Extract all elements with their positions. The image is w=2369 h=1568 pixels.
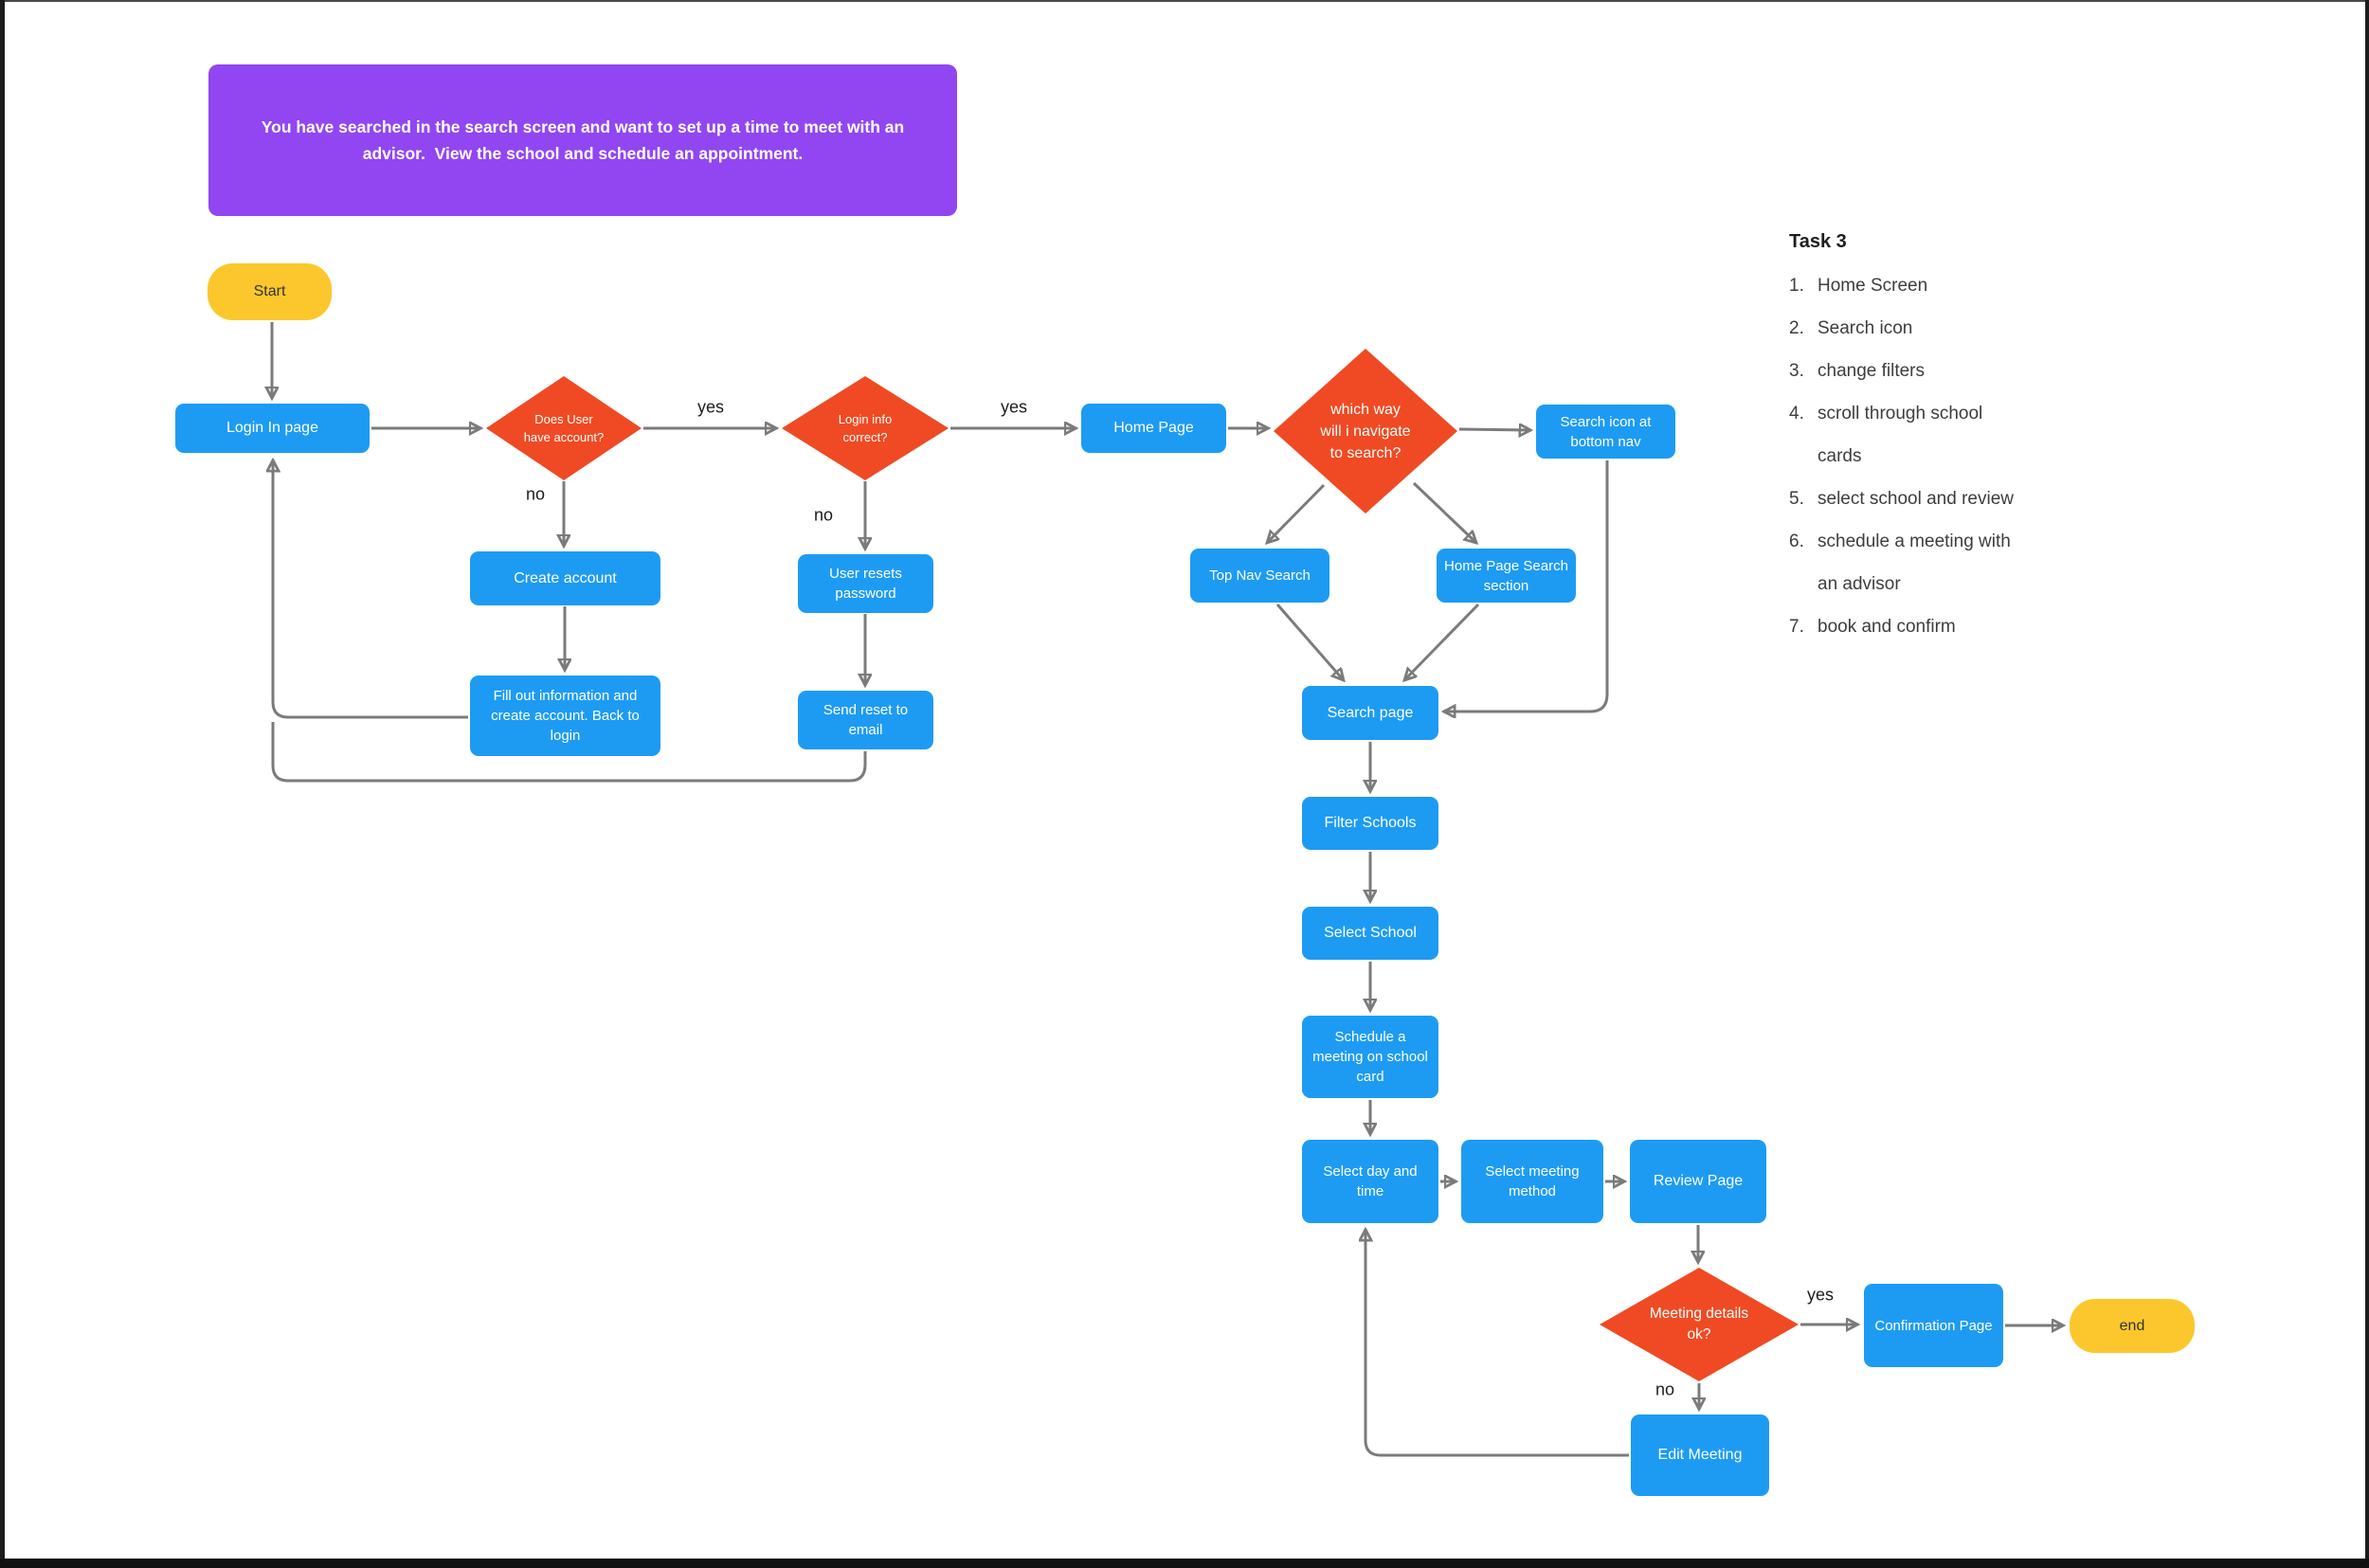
edge-label-d2-no: no bbox=[813, 505, 834, 525]
edge-d3-homesearch[interactable] bbox=[1412, 481, 1475, 542]
edge-searchicon-searchpage[interactable] bbox=[1445, 460, 1609, 712]
node-search-icon-bottom-nav[interactable]: Search icon at bottom nav bbox=[1536, 405, 1675, 459]
edge-label-d2-yes: yes bbox=[1000, 397, 1028, 417]
edge-d3-topnav[interactable] bbox=[1268, 483, 1326, 542]
node-fill-out-information[interactable]: Fill out information and create account.… bbox=[470, 676, 660, 756]
edge-label-d1-yes: yes bbox=[696, 397, 725, 417]
node-create-account[interactable]: Create account bbox=[470, 551, 660, 605]
task-item-number: 3. bbox=[1789, 361, 1804, 381]
task-item-number: 4. bbox=[1789, 404, 1804, 424]
node-confirmation-page[interactable]: Confirmation Page bbox=[1864, 1284, 2003, 1367]
task-item-text: Search icon bbox=[1817, 318, 1913, 338]
node-edit-meeting[interactable]: Edit Meeting bbox=[1631, 1415, 1769, 1496]
task-item: 5. select school and review bbox=[1789, 478, 2073, 520]
task-item-number: 1. bbox=[1789, 276, 1804, 296]
task-item-text: select school and review bbox=[1817, 489, 2014, 509]
frame-edge-top bbox=[0, 0, 2369, 2]
frame-edge-right bbox=[2365, 0, 2369, 1568]
frame-edge-bottom bbox=[0, 1559, 2369, 1568]
node-schedule-meeting-on-card[interactable]: Schedule a meeting on school card bbox=[1302, 1016, 1438, 1098]
node-send-reset-to-email[interactable]: Send reset to email bbox=[798, 691, 933, 749]
task-item: 3. change filters bbox=[1789, 350, 2073, 392]
frame-edge-left bbox=[0, 0, 5, 1568]
task-item: 2. Search icon bbox=[1789, 307, 2073, 350]
edge-d3-searchicon[interactable] bbox=[1458, 429, 1529, 430]
task-panel: Task 3 1. Home Screen 2. Search icon 3. … bbox=[1789, 231, 2073, 648]
task-banner[interactable]: You have searched in the search screen a… bbox=[208, 64, 957, 216]
task-item-number: 7. bbox=[1789, 617, 1804, 637]
task-item-number: 5. bbox=[1789, 489, 1804, 509]
node-login-page[interactable]: Login In page bbox=[175, 404, 370, 453]
task-item: 6. schedule a meeting with an advisor bbox=[1789, 520, 2073, 605]
node-review-page[interactable]: Review Page bbox=[1630, 1140, 1766, 1223]
edge-label-d4-no: no bbox=[1655, 1379, 1675, 1399]
task-item: 7. book and confirm bbox=[1789, 605, 2073, 648]
node-home-page-search-section[interactable]: Home Page Search section bbox=[1437, 549, 1576, 603]
node-home-page[interactable]: Home Page bbox=[1081, 404, 1226, 453]
edge-edit-selectday-loop[interactable] bbox=[1365, 1231, 1629, 1457]
node-top-nav-search[interactable]: Top Nav Search bbox=[1190, 549, 1329, 603]
edge-label-d1-no: no bbox=[525, 484, 546, 504]
task-item-number: 2. bbox=[1789, 318, 1804, 338]
node-select-school[interactable]: Select School bbox=[1302, 907, 1438, 960]
task-item: 4. scroll through school cards bbox=[1789, 392, 2073, 478]
task-panel-title: Task 3 bbox=[1789, 231, 1847, 252]
task-item-number: 6. bbox=[1789, 532, 1804, 551]
node-user-resets-password[interactable]: User resets password bbox=[798, 554, 933, 613]
edge-fillout-login-loop[interactable] bbox=[273, 461, 468, 719]
node-select-day-and-time[interactable]: Select day and time bbox=[1302, 1140, 1438, 1223]
task-item: 1. Home Screen bbox=[1789, 264, 2073, 307]
node-start[interactable]: Start bbox=[208, 263, 332, 320]
task-item-text: Home Screen bbox=[1817, 276, 1928, 296]
edge-topnav-searchpage[interactable] bbox=[1275, 604, 1343, 679]
task-item-text: book and confirm bbox=[1817, 617, 1956, 637]
edge-label-d4-yes: yes bbox=[1806, 1285, 1835, 1305]
edge-homesearch-searchpage[interactable] bbox=[1405, 603, 1480, 679]
node-filter-schools[interactable]: Filter Schools bbox=[1302, 797, 1438, 850]
node-search-page[interactable]: Search page bbox=[1302, 686, 1438, 740]
task-item-text: scroll through school cards bbox=[1817, 404, 1983, 466]
task-item-text: schedule a meeting with an advisor bbox=[1817, 532, 2011, 594]
node-end[interactable]: end bbox=[2070, 1299, 2195, 1353]
edge-sendreset-login-loop[interactable] bbox=[271, 722, 867, 783]
task-item-text: change filters bbox=[1817, 361, 1926, 381]
node-select-meeting-method[interactable]: Select meeting method bbox=[1461, 1140, 1603, 1223]
